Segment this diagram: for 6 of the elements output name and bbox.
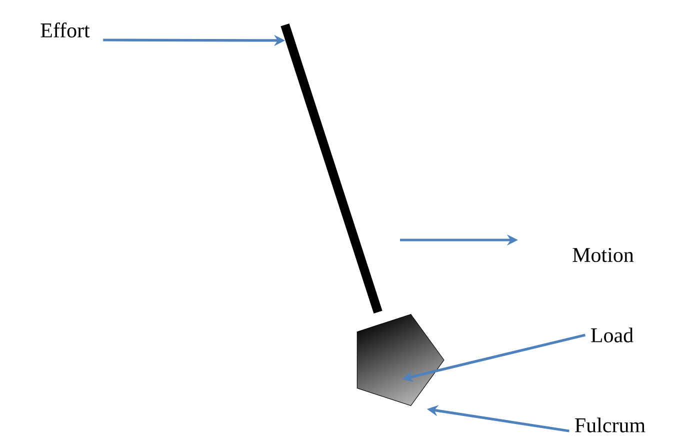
node-label: Fulcrum: [575, 418, 646, 432]
lever-bar: [280, 23, 382, 314]
node-label: Effort: [40, 22, 90, 38]
node-label: Load: [591, 328, 634, 342]
pentagon-block: [356, 314, 444, 406]
motion-label: Motion: [572, 248, 634, 262]
